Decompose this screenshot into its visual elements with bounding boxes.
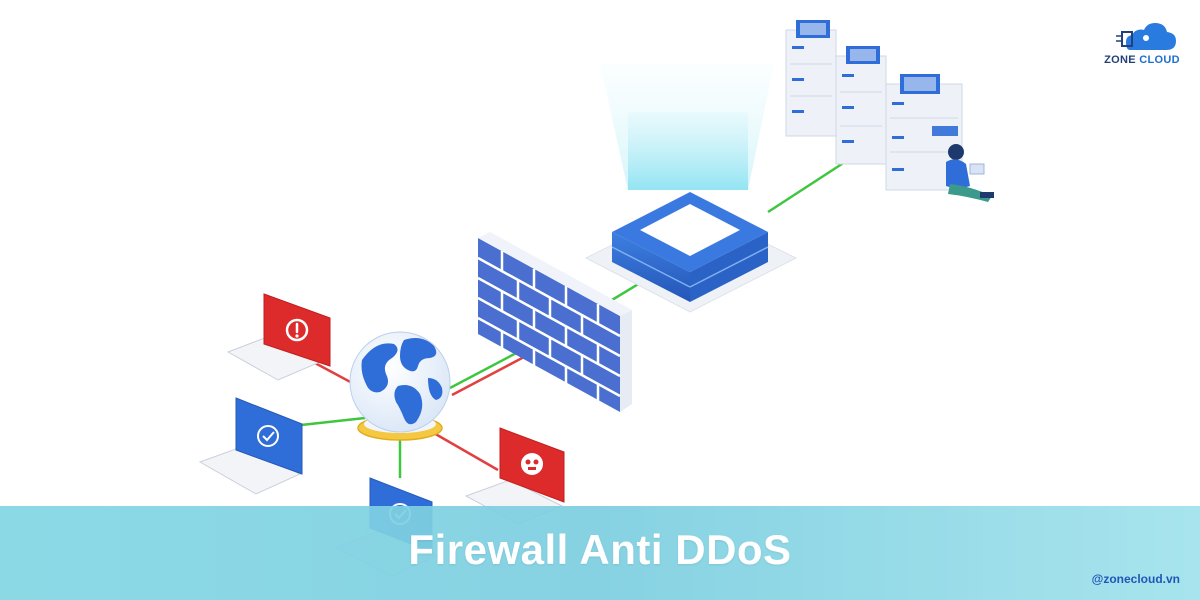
brand-name-secondary: CLOUD xyxy=(1139,54,1180,66)
globe xyxy=(349,331,451,441)
router xyxy=(584,64,798,313)
link-globe-firewall-green xyxy=(449,348,523,390)
connection-lines xyxy=(291,158,849,478)
firewall xyxy=(477,232,632,412)
bug-icon xyxy=(521,453,543,475)
link-globe-virus-laptop xyxy=(431,430,499,472)
title-banner xyxy=(0,506,1200,600)
brand-name-primary: ZONE xyxy=(1104,54,1136,66)
brand-name: ZONE CLOUD xyxy=(1102,54,1182,66)
laptop-alert xyxy=(226,293,331,381)
person-icon xyxy=(946,144,994,202)
cloud-logo-icon xyxy=(1116,23,1176,50)
banner-title: Firewall Anti DDoS xyxy=(408,526,792,573)
admin xyxy=(946,144,994,202)
link-globe-alert-laptop xyxy=(314,361,357,387)
brand-logo: ZONE CLOUD xyxy=(1102,22,1182,70)
server-rack-icon xyxy=(785,20,963,191)
link-router-servers xyxy=(767,158,849,214)
servers xyxy=(785,20,963,191)
router-box-icon xyxy=(640,204,740,256)
exclamation-icon xyxy=(285,318,309,342)
check-circle-icon xyxy=(257,425,279,447)
brick-wall-icon xyxy=(477,251,621,404)
laptop-safe-1 xyxy=(198,397,303,495)
brand-handle: @zonecloud.vn xyxy=(1091,572,1180,586)
link-globe-firewall-red xyxy=(451,355,525,397)
globe-icon xyxy=(361,338,443,425)
link-firewall-router xyxy=(611,281,641,302)
link-globe-safe-laptop-1 xyxy=(291,416,366,428)
